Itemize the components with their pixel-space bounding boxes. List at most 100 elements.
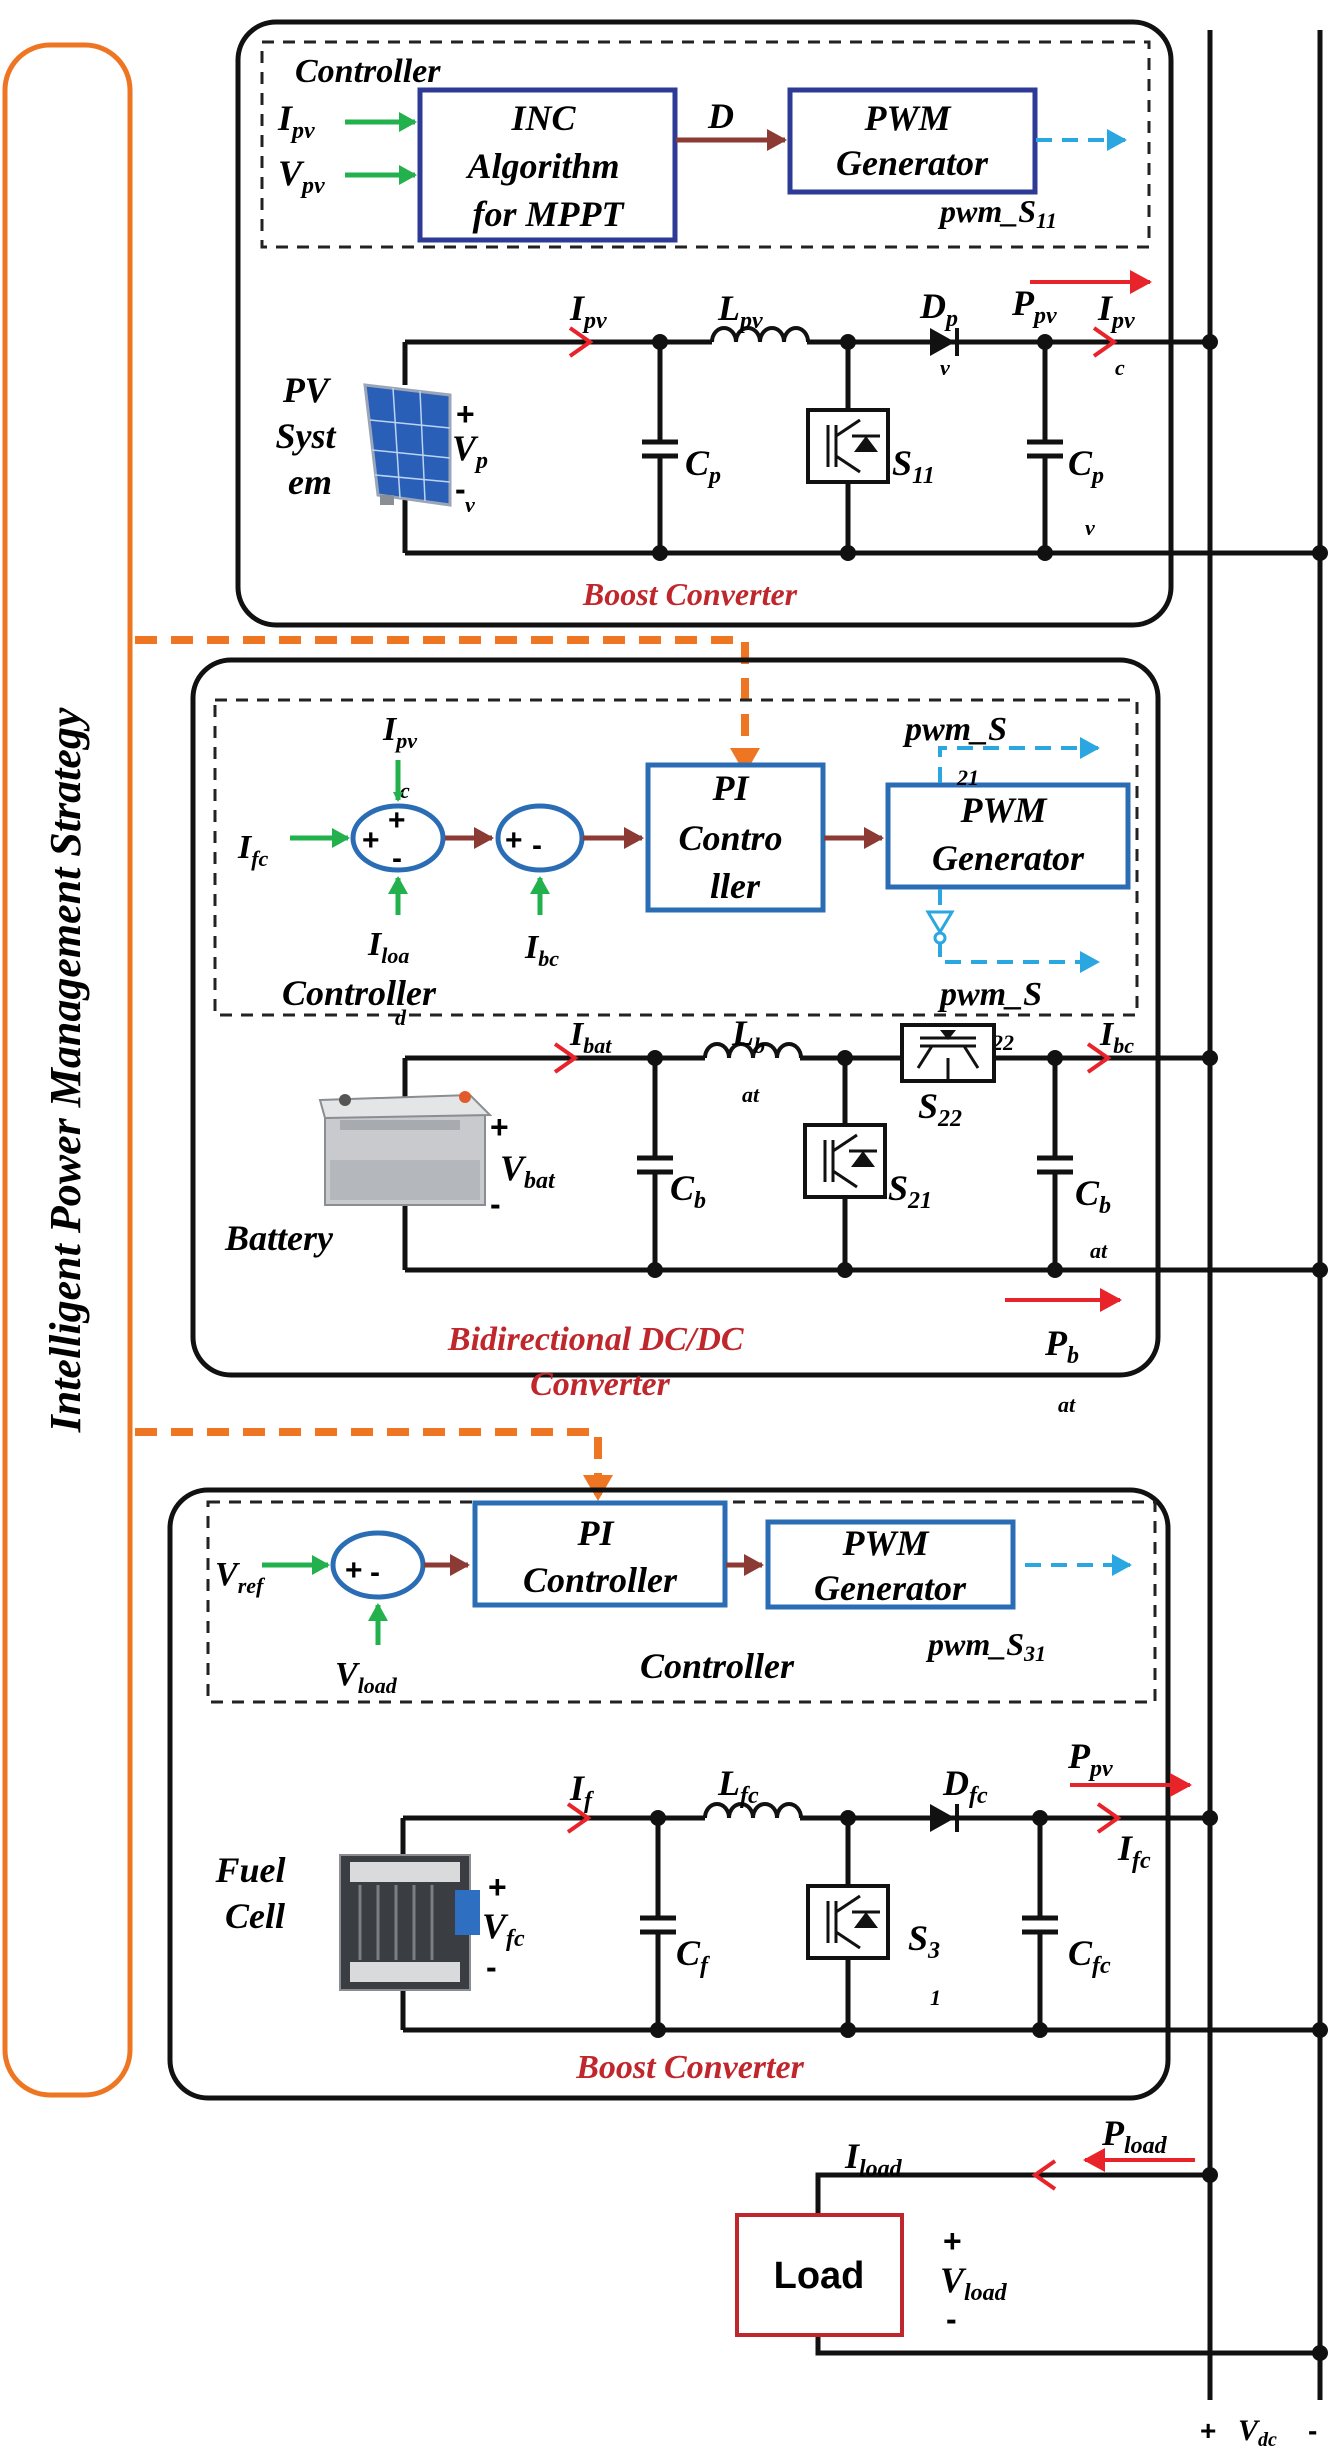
fuelcell-diode-icon	[925, 1804, 970, 1832]
pv-inc-block-label: INC Algorithm for MPPT	[465, 98, 628, 234]
pv-converter-frame	[235, 19, 1174, 628]
battery-controller-title: Controller	[282, 973, 437, 1013]
battery-switch21-igbt-icon	[803, 1123, 887, 1199]
pv-power-label: Ppv	[1011, 283, 1057, 329]
pv-diode-label: Dp	[919, 286, 958, 332]
load-v-label: Vload	[940, 2260, 1008, 2306]
battery-source-label: Battery	[224, 1218, 334, 1258]
pv-source-label: PV Syst em	[275, 370, 344, 502]
load-bus-node-neg	[1312, 2345, 1328, 2361]
fuelcell-pwm-block-label: PWM Generator	[814, 1523, 967, 1608]
pv-cap2-label: Cp	[1068, 443, 1104, 489]
battery-sum2-plus: +	[505, 824, 523, 857]
fuelcell-out-current-arrow	[1096, 1802, 1122, 1834]
battery-power-label: Pb	[1044, 1323, 1079, 1369]
battery-v-plus: +	[490, 1109, 509, 1145]
load-bottom-wire	[815, 2335, 1320, 2356]
battery-sum1-plus-left: +	[362, 824, 380, 857]
battery-cap2-label: Cb	[1075, 1173, 1111, 1219]
fuelcell-switch-label: S3	[908, 1918, 940, 1964]
load-v-minus: -	[946, 2301, 957, 2337]
fuelcell-pi-block	[472, 1500, 728, 1608]
fuelcell-v-plus: +	[488, 1869, 507, 1905]
pv-duty-label: D	[707, 96, 734, 136]
battery-sum1-plus-top: +	[388, 804, 406, 837]
fuelcell-pi-block-label: PI Controller	[523, 1513, 678, 1600]
load-current-label: Iload	[844, 2136, 903, 2182]
battery-controller-title-sub: d	[395, 1005, 407, 1030]
fuelcell-controller-title: Controller	[640, 1646, 795, 1686]
fuelcell-power-label: Ppv	[1067, 1736, 1113, 1782]
battery-switch21-label: S21	[888, 1168, 932, 1214]
fuelcell-sum-junction	[330, 1530, 426, 1600]
battery-v-label: Vbat	[500, 1148, 556, 1194]
pv-cap1-label: Cp	[685, 443, 721, 489]
battery-sum1-in-bottom-label: Iloa	[367, 926, 409, 968]
fuelcell-inductor	[703, 1802, 803, 1819]
pv-diode-sub2: v	[940, 355, 950, 380]
pv-bus-node-neg	[1312, 545, 1328, 561]
battery-pwm-out1-arrow	[938, 737, 1100, 783]
battery-pi-block-label: PI Contro ller	[678, 768, 791, 906]
fuelcell-switch-sub2: 1	[930, 1985, 941, 2010]
pv-switch-label: S11	[892, 443, 935, 489]
fuelcell-pwm-block	[765, 1519, 1016, 1610]
battery-pwm-block-label: PWM Generator	[932, 790, 1085, 878]
pv-v-plus: +	[456, 396, 475, 432]
bus-minus: -	[1308, 2415, 1317, 2446]
pv-v-sub2: v	[465, 492, 475, 517]
fuelcell-sum-plus: +	[345, 1554, 363, 1587]
battery-out-current-arrow	[1086, 1042, 1112, 1074]
battery-not-gate-icon	[925, 910, 955, 945]
battery-bus-node-neg	[1312, 1262, 1328, 1278]
load-power-label: Pload	[1101, 2113, 1168, 2159]
fuelcell-sum-in-bottom-label: Vload	[335, 1656, 398, 1698]
pv-bus-node-pos	[1202, 334, 1218, 350]
battery-pi-block	[645, 762, 826, 913]
strategy-bar	[2, 42, 133, 2098]
bus-v-label: Vdc	[1238, 2414, 1277, 2451]
strategy-title: Intelligent Power Management Strategy	[41, 707, 90, 1433]
fuelcell-v-minus: -	[486, 1949, 497, 1985]
fuelcell-out-current-label: Ifc	[1117, 1828, 1151, 1874]
pv-out-current-arrow	[1092, 326, 1118, 358]
battery-out-current-label: Ibc	[1099, 1016, 1134, 1058]
battery-cap2-sub2: at	[1090, 1238, 1108, 1263]
battery-converter-title: Bidirectional DC/DC Converter	[447, 1321, 752, 1403]
battery-inductor	[703, 1042, 803, 1059]
battery-pwm-out2-arrow	[938, 889, 1100, 973]
battery-sum1-in-top-label: Ipv	[382, 711, 417, 753]
battery-sum2-minus: -	[532, 829, 542, 862]
battery-converter-frame	[190, 657, 1161, 1378]
strategy-to-battery-arrow	[135, 636, 760, 774]
battery-switch22-igbt-icon	[900, 1023, 996, 1083]
battery-current-label: Ibat	[569, 1016, 612, 1058]
solar-panel-icon	[363, 383, 452, 507]
pv-pwm-out-label: pwm_S11	[937, 193, 1057, 233]
battery-pwm-block	[885, 782, 1131, 890]
battery-sum-junction-2	[495, 803, 585, 873]
fuelcell-bus-node-pos	[1202, 1810, 1218, 1826]
fuelcell-cap1-label: Cf	[676, 1933, 710, 1979]
pv-v-label: Vp	[452, 428, 488, 474]
pv-inductor	[710, 326, 810, 343]
fuelcell-icon	[339, 1854, 480, 1991]
pv-diode-icon	[925, 328, 970, 356]
fuelcell-v-label: Vfc	[482, 1906, 525, 1952]
pv-cap2-sub2: v	[1085, 515, 1095, 540]
battery-inductor-sub2: at	[742, 1082, 760, 1107]
pv-v-minus: -	[455, 471, 466, 507]
fuelcell-pwm-out-label: pwm_S31	[925, 1626, 1046, 1666]
fuelcell-switch-igbt-icon	[806, 1884, 890, 1960]
bus-plus: +	[1200, 2415, 1216, 2446]
battery-sum2-in-bottom-label: Ibc	[524, 929, 559, 971]
pv-input-vpv: Vpv	[278, 153, 325, 199]
battery-sum1-in-left-label: Ifc	[237, 829, 269, 871]
strategy-to-fuelcell-arrow	[135, 1428, 613, 1501]
battery-icon	[318, 1091, 493, 1206]
fuelcell-source-label: Fuel Cell	[214, 1850, 294, 1936]
battery-current-arrow	[553, 1042, 579, 1074]
